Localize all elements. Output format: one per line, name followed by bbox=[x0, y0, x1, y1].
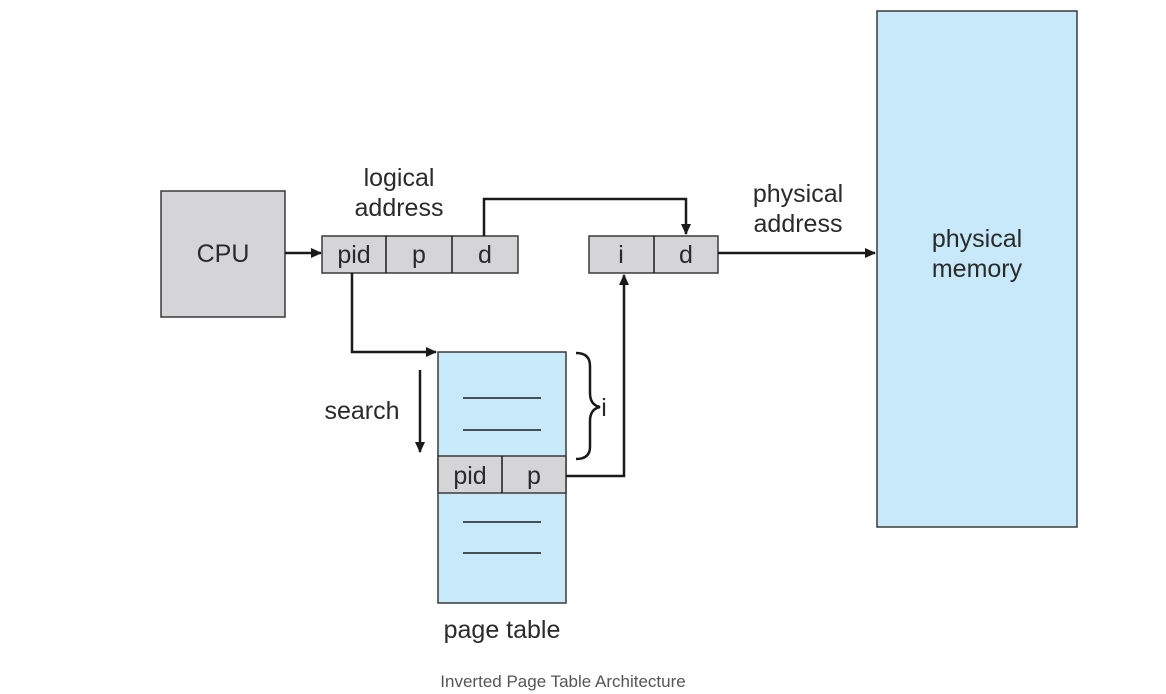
logical-address-label-line2: address bbox=[355, 194, 444, 222]
page-table-cell-pid: pid bbox=[453, 462, 486, 490]
offset-copy-arrow bbox=[482, 197, 691, 236]
logical-address-register: pid p d bbox=[321, 235, 519, 274]
search-label: search bbox=[324, 397, 399, 425]
diagram-caption: Inverted Page Table Architecture bbox=[440, 672, 686, 691]
physical-memory-label-line2: memory bbox=[932, 255, 1023, 283]
physical-memory-label-line1: physical bbox=[932, 225, 1022, 253]
physical-address-register: i d bbox=[588, 235, 719, 274]
logical-cell-d: d bbox=[478, 241, 492, 269]
logical-cell-pid: pid bbox=[337, 241, 370, 269]
logical-address-label-line1: logical bbox=[364, 164, 435, 192]
entry-to-index-arrow bbox=[566, 274, 629, 478]
physical-address-label-line1: physical bbox=[753, 180, 843, 208]
cpu-box: CPU bbox=[160, 190, 286, 318]
page-table-cell-p: p bbox=[527, 462, 541, 490]
page-table: pid p bbox=[437, 351, 567, 604]
cpu-label: CPU bbox=[197, 240, 250, 268]
page-table-label: page table bbox=[444, 616, 561, 644]
physical-cell-i: i bbox=[618, 241, 624, 269]
index-label: i bbox=[601, 394, 607, 422]
index-brace bbox=[575, 351, 601, 461]
physical-address-label-line2: address bbox=[754, 210, 843, 238]
logical-cell-p: p bbox=[412, 241, 426, 269]
physical-memory-box: physical memory bbox=[876, 10, 1078, 528]
physical-cell-d: d bbox=[679, 241, 693, 269]
pid-to-page-table-arrow bbox=[350, 273, 437, 357]
